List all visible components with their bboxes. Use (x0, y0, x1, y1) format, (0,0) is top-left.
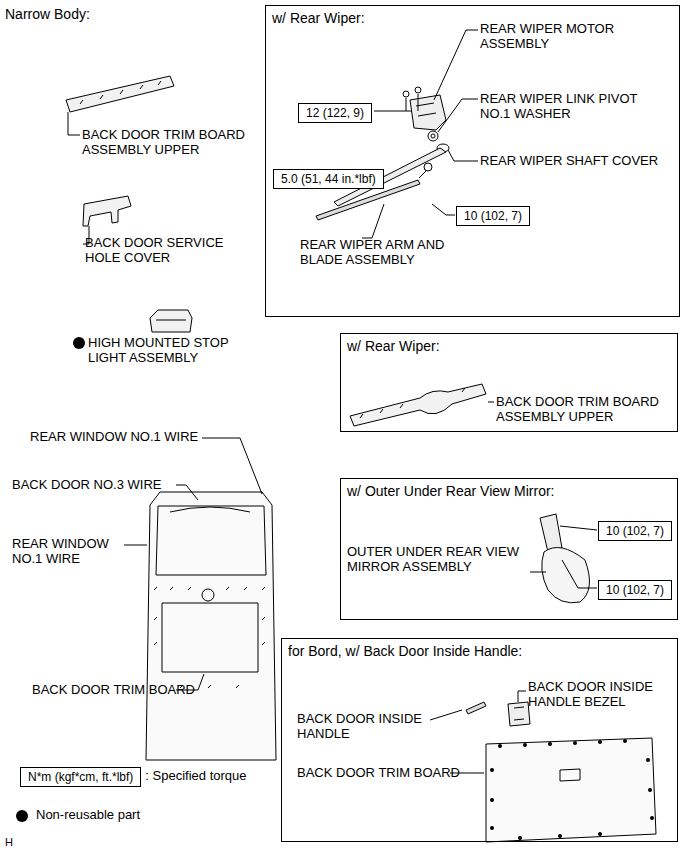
torque-box: 10 (102, 7) (598, 521, 672, 541)
part-name: BACK DOOR SERVICE HOLE COVER (85, 236, 240, 266)
part-name: REAR WINDOW NO.1 WIRE (12, 537, 122, 567)
panel-heading: for Bord, w/ Back Door Inside Handle: (282, 639, 677, 663)
part-name: BACK DOOR INSIDE HANDLE BEZEL (528, 680, 670, 710)
torque-box: 10 (102, 7) (456, 206, 530, 226)
torque-box: N*m (kgf*cm, ft.*lbf) (20, 767, 141, 787)
part-name: OUTER UNDER REAR VIEW MIRROR ASSEMBLY (347, 545, 532, 575)
part-name: BACK DOOR TRIM BOARD ASSEMBLY UPPER (82, 128, 262, 158)
part-name: HIGH MOUNTED STOP LIGHT ASSEMBLY (88, 336, 253, 366)
part-name: BACK DOOR NO.3 WIRE (12, 478, 162, 493)
torque-value: 10 (102, 7) (464, 209, 522, 223)
part-name: REAR WIPER MOTOR ASSEMBLY (480, 22, 640, 52)
part-name: BACK DOOR TRIM BOARD ASSEMBLY UPPER (496, 395, 674, 425)
part-name: BACK DOOR TRIM BOARD (32, 683, 195, 698)
torque-value: N*m (kgf*cm, ft.*lbf) (28, 770, 133, 784)
part-name: REAR WIPER LINK PIVOT NO.1 WASHER (480, 92, 660, 122)
legend-text: Non-reusable part (36, 808, 140, 823)
torque-value: 12 (122, 9) (306, 106, 364, 120)
page-title: Narrow Body: (5, 6, 90, 22)
figure-code: H (5, 836, 13, 849)
part-name: BACK DOOR INSIDE HANDLE (297, 712, 432, 742)
torque-box: 12 (122, 9) (298, 103, 372, 123)
part-name: REAR WINDOW NO.1 WIRE (30, 430, 198, 445)
torque-box: 10 (102, 7) (598, 580, 672, 600)
panel-heading: w/ Outer Under Rear View Mirror: (341, 479, 677, 503)
panel-heading: w/ Rear Wiper: (266, 6, 679, 30)
part-name: REAR WIPER SHAFT COVER (480, 154, 658, 169)
torque-value: 10 (102, 7) (606, 524, 664, 538)
torque-value: 10 (102, 7) (606, 583, 664, 597)
part-name: REAR WIPER ARM AND BLADE ASSEMBLY (300, 238, 462, 268)
panel-heading: w/ Rear Wiper: (341, 334, 677, 358)
torque-value: 5.0 (51, 44 in.*lbf) (281, 172, 376, 186)
torque-box: 5.0 (51, 44 in.*lbf) (273, 169, 384, 189)
part-name: BACK DOOR TRIM BOARD (297, 766, 460, 781)
non-reusable-mark (16, 810, 28, 822)
legend-text: : Specified torque (145, 769, 246, 784)
